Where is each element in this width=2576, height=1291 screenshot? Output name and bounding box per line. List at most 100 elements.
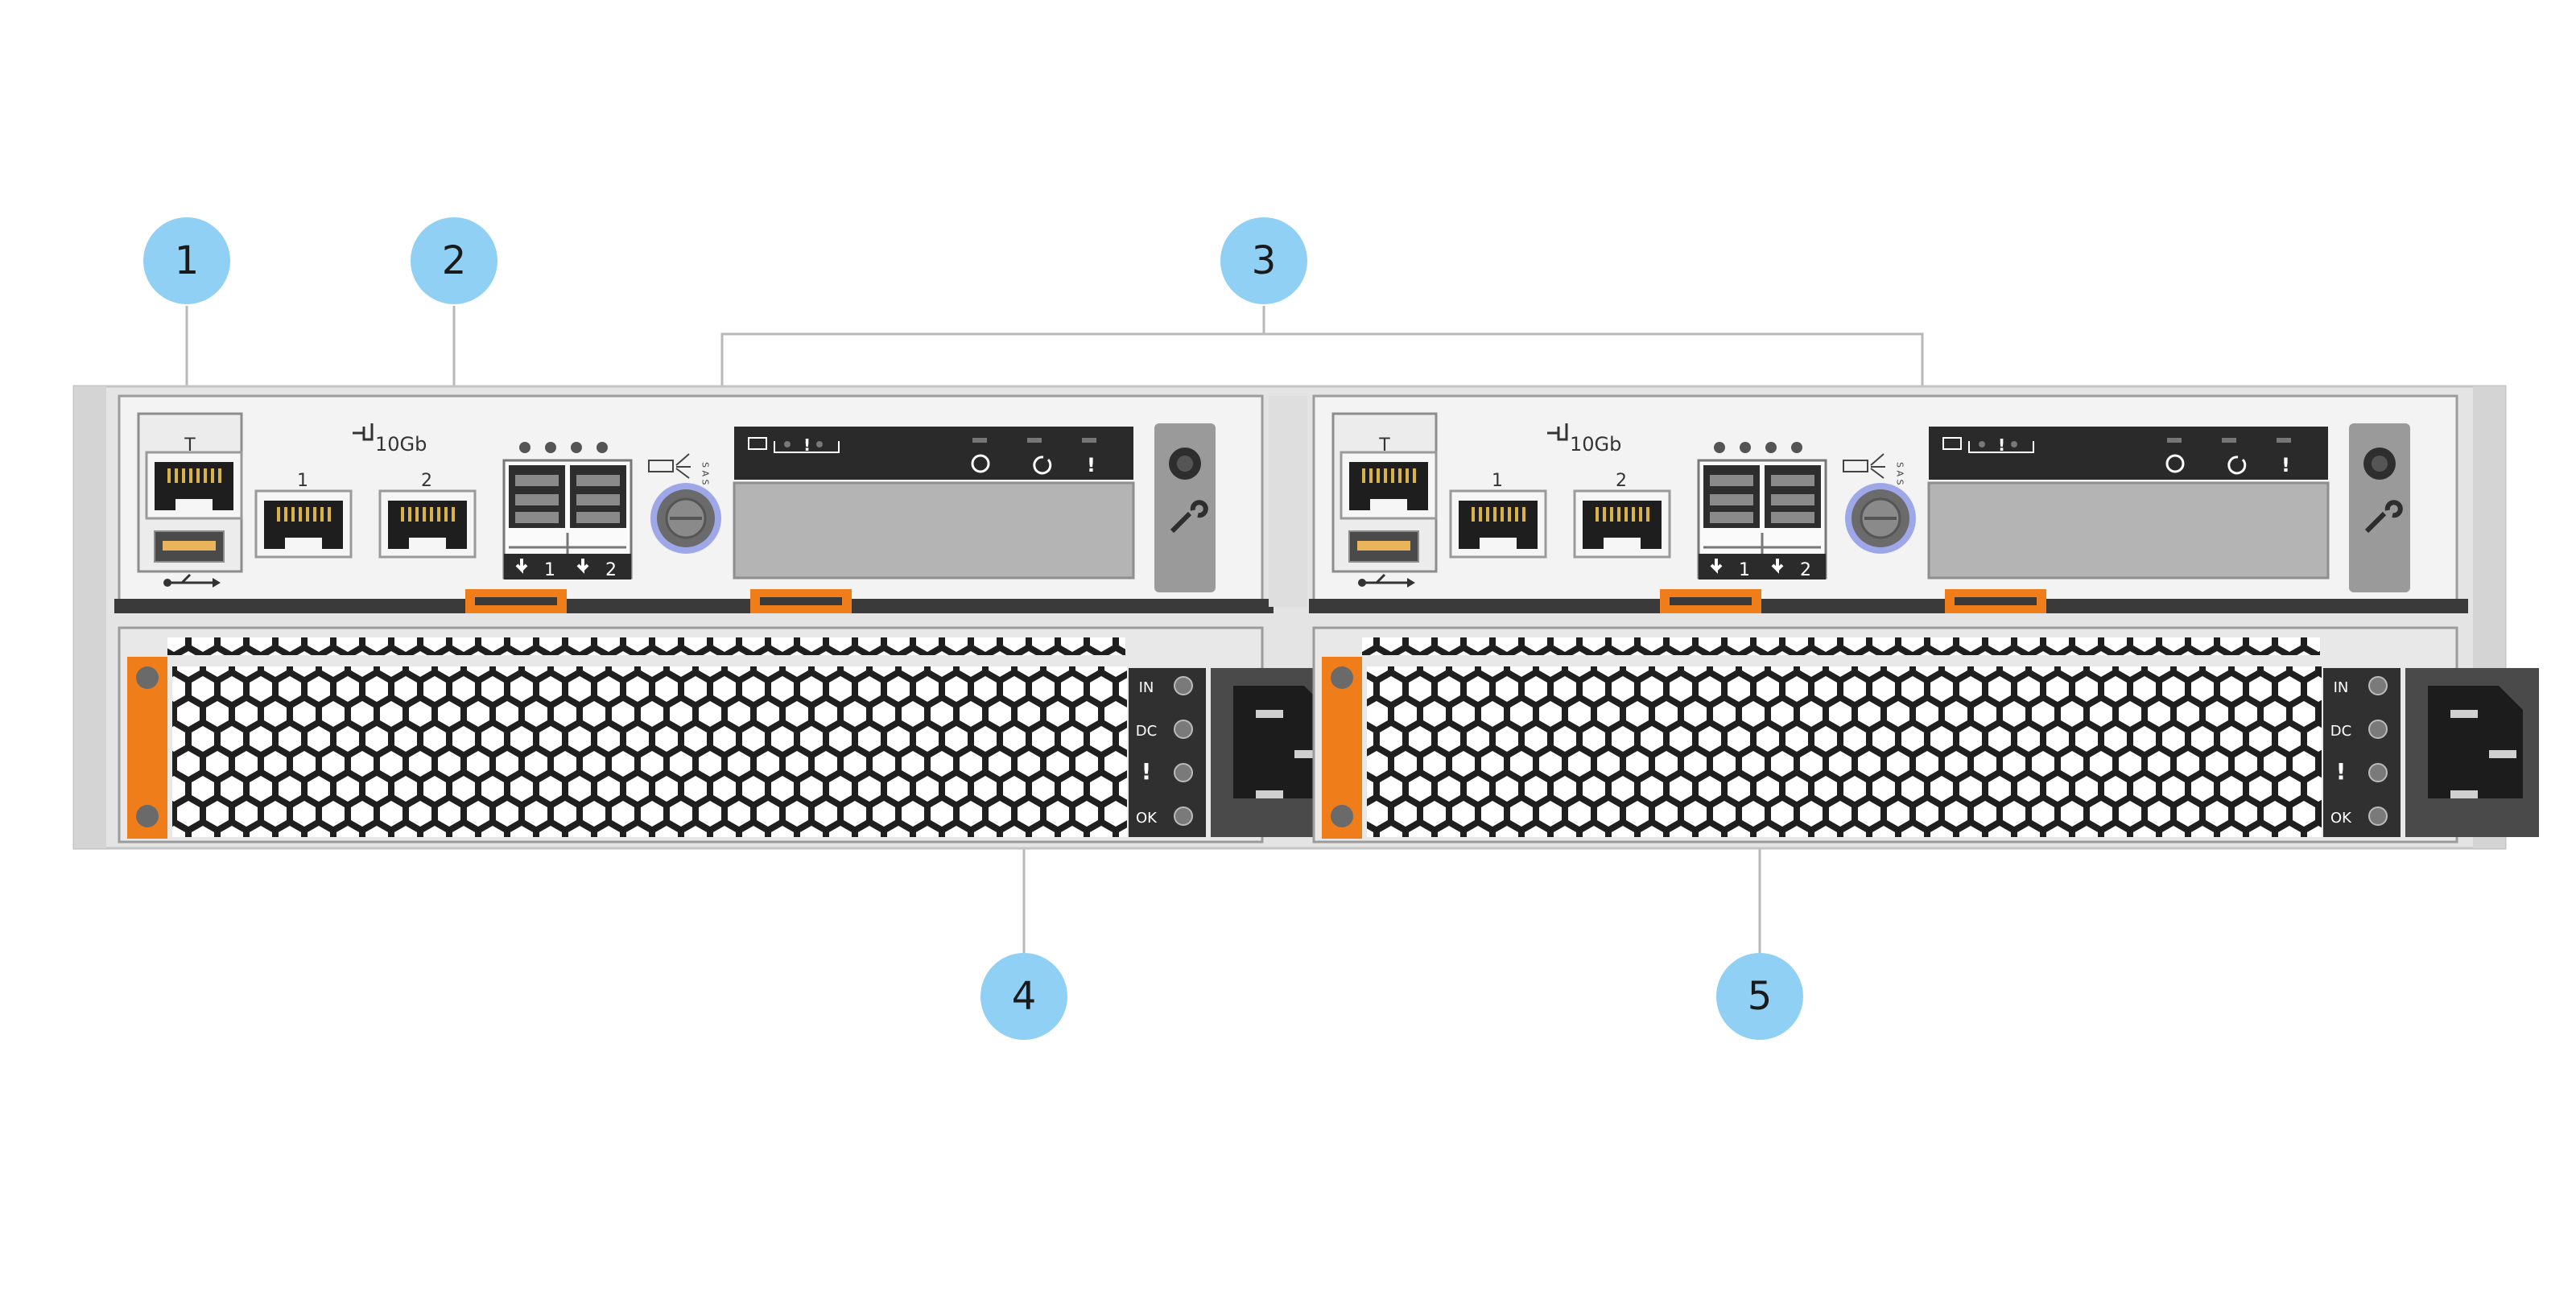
psu-led-in-label: IN [2334, 679, 2349, 696]
host-interface-card-blank [733, 481, 1135, 580]
sas-label: S A S [1895, 462, 1905, 485]
callout-1: 1 [143, 217, 230, 304]
callout-label: 4 [1012, 974, 1037, 1019]
psu-led-dc-label: DC [1136, 723, 1157, 740]
port-2-label: 2 [1616, 471, 1627, 491]
power-icon [971, 454, 990, 473]
psu-status-led [2368, 806, 2388, 826]
ethernet-port-2 [378, 489, 477, 559]
wrench-icon [2364, 500, 2403, 534]
psu-led-in-label: IN [1139, 679, 1154, 696]
ethernet-port-2 [1573, 489, 1671, 559]
psu-top-vent [167, 637, 1125, 655]
network-speed-indicator: 10Gb [1547, 423, 1621, 456]
callout-circle [143, 217, 230, 304]
psu-screw [136, 805, 159, 827]
cache-bracket-icon [774, 441, 840, 453]
down-arrow-icon [1771, 559, 1784, 574]
management-port [1340, 451, 1438, 520]
psu-top-vent [1362, 637, 2320, 655]
psu-status-led [1174, 676, 1193, 695]
psu-screw [136, 666, 159, 689]
thumbscrew [1845, 483, 1916, 554]
chassis-left-rail [74, 386, 106, 848]
callout-circle [1220, 217, 1307, 304]
psu-led-panel: IN DC! OK [1129, 668, 1206, 837]
locate-icon [2227, 456, 2247, 475]
sas-port-2-label: 2 [1800, 560, 1811, 580]
usb-port-tongue [1357, 541, 1410, 551]
network-speed-indicator: 10Gb [353, 423, 427, 456]
fault-icon: ! [2281, 454, 2290, 476]
host-interface-card-blank [1927, 481, 2330, 580]
ethernet-port-1 [254, 489, 353, 559]
usb-symbol-icon [1358, 573, 1415, 588]
usb-port-tongue [163, 541, 216, 551]
sas-icon: S A S [648, 453, 711, 485]
wrench-icon [1170, 500, 1208, 534]
status-led [2167, 438, 2182, 443]
status-led [1082, 438, 1096, 443]
release-lever [1309, 589, 2468, 613]
status-led [972, 438, 987, 443]
psu-fan-grille [1367, 666, 2322, 837]
down-arrow-icon [1710, 559, 1723, 574]
battery-icon [1942, 437, 1962, 450]
down-arrow-icon [515, 559, 528, 574]
port-1-label: 1 [297, 471, 308, 491]
controller-divider [1269, 396, 1307, 607]
mgmt-port-label: T [184, 435, 196, 456]
psu-led-fault-label: ! [1141, 758, 1152, 785]
fault-icon: ! [1087, 454, 1096, 476]
ac-power-inlet [2405, 668, 2539, 837]
port-1-label: 1 [1492, 471, 1503, 491]
psu-status-led [1174, 806, 1193, 826]
speed-label: 10Gb [1570, 433, 1621, 456]
cache-bracket-icon [1968, 441, 2034, 453]
locate-icon [1033, 456, 1052, 475]
status-led [2222, 438, 2236, 443]
network-icon [1547, 423, 1568, 441]
sas-status-led [1765, 442, 1777, 453]
psu-screw [1331, 805, 1353, 827]
sas-port-1-label: 1 [1739, 560, 1750, 580]
sas-icon: S A S [1843, 453, 1905, 485]
power-icon [2165, 454, 2185, 473]
sas-status-led [1740, 442, 1751, 453]
callout-label: 3 [1252, 238, 1277, 283]
callout-3: 3 [1220, 217, 1307, 304]
callout-label: 2 [442, 238, 467, 283]
service-handle [1154, 423, 1216, 592]
psu-led-ok-label: OK [2330, 810, 2352, 827]
sas-port-1-label: 1 [544, 560, 555, 580]
controller-status-panel: !! [1929, 427, 2328, 480]
mgmt-port-label: T [1378, 435, 1390, 456]
sas-status-led [1791, 442, 1802, 453]
usb-symbol-icon [163, 573, 221, 588]
psu-status-led [2368, 720, 2388, 739]
callout-label: 5 [1748, 974, 1773, 1019]
service-handle [2349, 423, 2410, 592]
speed-label: 10Gb [375, 433, 427, 456]
psu-status-led [2368, 763, 2388, 782]
svg-text:!: ! [803, 435, 811, 455]
svg-text:!: ! [1998, 435, 2005, 455]
psu-status-led [1174, 720, 1193, 739]
sas-status-led [597, 442, 608, 453]
sas-status-led [545, 442, 556, 453]
psu-fan-grille [172, 666, 1127, 837]
release-lever [114, 589, 1274, 613]
callout-2: 2 [411, 217, 497, 304]
sas-status-led [1714, 442, 1725, 453]
down-arrow-icon [576, 559, 589, 574]
psu-led-ok-label: OK [1136, 810, 1158, 827]
psu-led-fault-label: ! [2336, 758, 2347, 785]
battery-icon [748, 437, 767, 450]
